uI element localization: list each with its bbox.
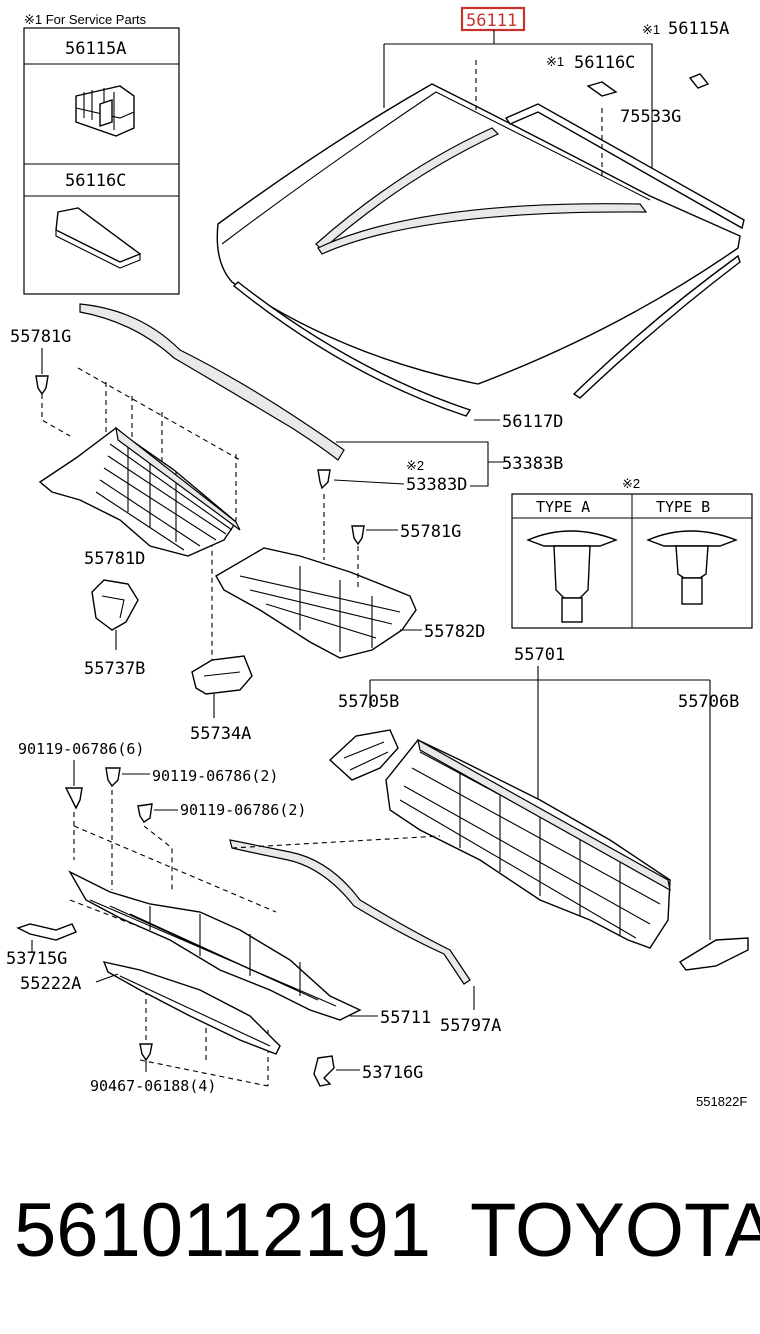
bracket-55706B	[678, 937, 749, 971]
bracket-55734A	[191, 655, 253, 695]
diagram-code: 551822F	[696, 1094, 747, 1109]
highlight-box-56111	[460, 6, 526, 32]
label-55706B: 55706B	[678, 692, 739, 712]
clip-55781G-b	[351, 525, 365, 546]
footer-brand: TOYOTA	[470, 1188, 760, 1273]
label-75533G: 75533G	[620, 107, 681, 127]
hose-53715G	[16, 923, 77, 941]
label-56116C-mark: ※1	[546, 54, 564, 69]
type-b-label: TYPE B	[656, 498, 710, 516]
clip-56115A-drawing	[75, 85, 135, 137]
label-55701: 55701	[514, 645, 565, 665]
seal-55222A	[102, 961, 281, 1055]
service-item-56115A: 56115A	[65, 39, 126, 59]
wiper-link-55797A	[229, 839, 471, 985]
service-parts-note: ※1 For Service Parts	[24, 12, 147, 27]
hood-seal-53383B	[79, 303, 345, 461]
label-56111: 56111	[466, 11, 517, 31]
label-90119-b: 90119-06786(2)	[152, 767, 278, 785]
service-item-56116C: 56116C	[65, 171, 126, 191]
label-90119-a: 90119-06786(6)	[18, 740, 144, 758]
label-55781G-b: 55781G	[400, 522, 461, 542]
cowl-panel-55782D	[215, 547, 417, 659]
bracket-55705B	[328, 729, 399, 781]
bolt-90119-c	[137, 803, 153, 823]
clip-55781G-a	[35, 375, 49, 396]
cowl-top-55701	[385, 739, 671, 949]
windshield-glass	[216, 83, 745, 417]
label-53715G: 53715G	[6, 949, 67, 969]
label-55781D: 55781D	[84, 549, 145, 569]
clip-53383D	[317, 469, 331, 490]
cowl-lower-55711	[68, 870, 362, 1021]
label-55734A: 55734A	[190, 724, 251, 744]
bolt-90119-b	[105, 767, 121, 788]
type-box-mark: ※2	[622, 476, 640, 491]
clip-type-box: ※2 TYPE A TYPE B	[511, 476, 753, 629]
type-a-label: TYPE A	[536, 498, 590, 516]
clip-90467	[139, 1043, 153, 1062]
label-56115A-mark: ※1	[642, 22, 660, 37]
label-90119-c: 90119-06786(2)	[180, 801, 306, 819]
hose-53716G	[313, 1055, 335, 1087]
bracket-55737B	[91, 579, 139, 631]
label-56115A: 56115A	[668, 19, 729, 39]
label-55797A: 55797A	[440, 1016, 501, 1036]
pad-56116C-small	[586, 81, 618, 97]
clip-56115A-small	[688, 73, 710, 89]
label-55781G-a: 55781G	[10, 327, 71, 347]
label-56117D: 56117D	[502, 412, 563, 432]
label-53383D: 53383D	[406, 475, 467, 495]
bolt-90119-a	[64, 787, 83, 810]
label-55705B: 55705B	[338, 692, 399, 712]
label-90467: 90467-06188(4)	[90, 1077, 216, 1095]
label-55711: 55711	[380, 1008, 431, 1028]
label-53383B: 53383B	[502, 454, 563, 474]
label-55222A: 55222A	[20, 974, 81, 994]
footer-part-number: 5610112191	[14, 1188, 431, 1273]
label-53383D-mark: ※2	[406, 458, 424, 473]
service-parts-box: ※1 For Service Parts 56115A 56116C	[23, 12, 180, 295]
pad-56116C-drawing	[55, 207, 142, 269]
label-56116C: 56116C	[574, 53, 635, 73]
label-53716G: 53716G	[362, 1063, 423, 1083]
label-55782D: 55782D	[424, 622, 485, 642]
label-55737B: 55737B	[84, 659, 145, 679]
